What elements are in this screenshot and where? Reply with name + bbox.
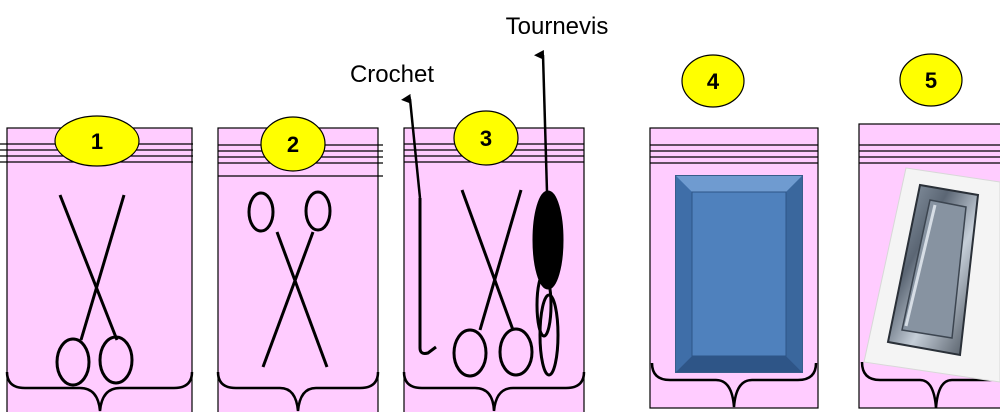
panel-2: 2 [218, 117, 383, 412]
crochet-label: Crochet [350, 61, 434, 88]
badge-2: 2 [261, 117, 325, 171]
badge-4: 4 [682, 55, 744, 107]
panel-5 [859, 124, 1000, 408]
badge-3: 3 [454, 111, 518, 165]
badge-3-number: 3 [480, 126, 492, 151]
panel-3: 3 [404, 111, 584, 412]
badge-1-number: 1 [91, 129, 103, 154]
badge-2-number: 2 [287, 132, 299, 157]
badge-4-number: 4 [707, 69, 720, 94]
blue-tray-icon [676, 176, 802, 372]
panel-1-bag [7, 128, 192, 412]
tournevis-label: Tournevis [506, 13, 609, 40]
badge-1: 1 [55, 116, 139, 166]
badge-5: 5 [900, 54, 962, 106]
panel-4 [650, 128, 818, 408]
badge-5-number: 5 [925, 68, 937, 93]
panel-1: 1 [0, 116, 193, 412]
